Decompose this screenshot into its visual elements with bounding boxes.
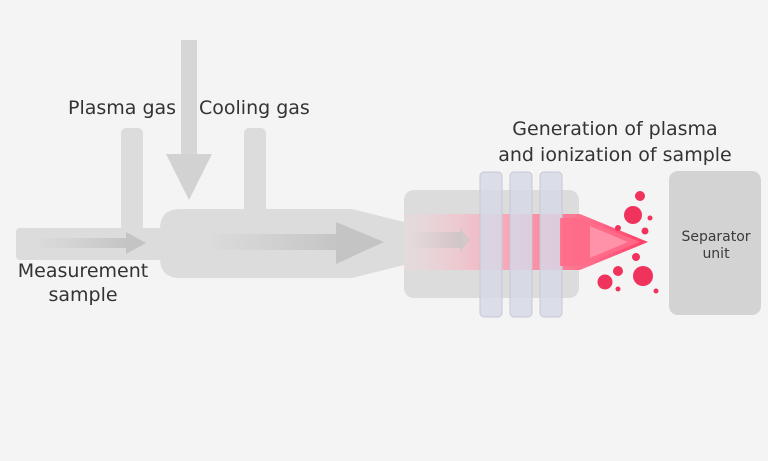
circle-icon	[624, 206, 642, 224]
induction-coil	[539, 171, 563, 318]
circle-icon	[613, 266, 623, 276]
circle-icon	[653, 288, 659, 294]
cooling-gas-inlet	[244, 128, 266, 218]
circle-icon	[641, 227, 649, 235]
generation-label: Generation of plasma and ionization of s…	[470, 116, 760, 168]
measurement-sample-label: Measurement sample	[8, 259, 158, 307]
right-arrow-icon	[590, 226, 628, 258]
right-arrow-icon	[212, 222, 384, 264]
plasma-gas-inlet	[121, 128, 143, 233]
down-arrow-icon	[166, 40, 212, 200]
separator-unit-line: unit	[702, 246, 730, 262]
separator-unit-label: Separator unit	[672, 229, 760, 263]
cooling-gas-label: Cooling gas	[199, 97, 310, 119]
generation-label-line: and ionization of sample	[498, 144, 732, 166]
measurement-sample-line: sample	[48, 284, 118, 306]
induction-coil	[479, 171, 503, 318]
right-arrow-icon	[40, 232, 146, 254]
right-arrow-icon	[412, 228, 470, 252]
plasma-gas-label: Plasma gas	[68, 97, 177, 119]
ion-particles	[597, 191, 659, 294]
separator-unit-line: Separator	[681, 229, 751, 245]
circle-icon	[633, 266, 653, 286]
measurement-sample-line: Measurement	[17, 260, 149, 282]
generation-label-line: Generation of plasma	[512, 118, 718, 140]
circle-icon	[615, 225, 621, 231]
induction-coil	[509, 171, 533, 318]
circle-icon	[615, 286, 621, 292]
circle-icon	[632, 253, 640, 261]
separator-unit	[669, 171, 761, 315]
circle-icon	[597, 274, 613, 290]
circle-icon	[635, 191, 645, 201]
circle-icon	[647, 215, 653, 221]
